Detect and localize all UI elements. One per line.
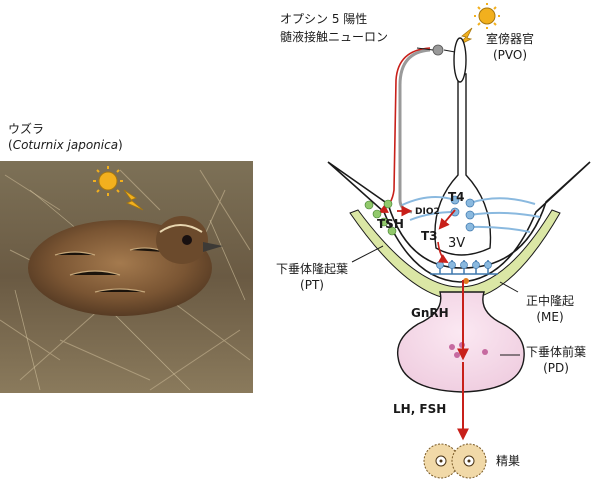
pt-label-abbr: (PT) [262, 278, 362, 293]
lh-fsh-label: LH, FSH [393, 402, 446, 417]
me-label-abbr: (ME) [510, 310, 590, 325]
neuron-label-line1: オプシン 5 陽性 [280, 12, 367, 27]
sun-icon-pvo [474, 3, 500, 29]
neuron-label-line2: 髄液接触ニューロン [280, 30, 388, 45]
pvo-leader [444, 50, 455, 52]
pd-label-ja: 下垂体前葉 [515, 345, 597, 360]
t4-label: T4 [448, 190, 465, 205]
testis-icon [424, 444, 486, 478]
testis-label: 精巣 [496, 454, 520, 469]
t3-label: T3 [421, 229, 438, 244]
neuron-fiber-red [380, 48, 430, 212]
pt-label-ja: 下垂体隆起葉 [262, 262, 362, 277]
dio2-label: DIO2 [415, 205, 440, 220]
pt-leader [352, 246, 383, 262]
ventricle-label: 3V [448, 236, 465, 251]
neuron-fiber-gray [400, 50, 430, 212]
pvo-label-abbr: (PVO) [475, 48, 545, 63]
pd-label-abbr: (PD) [515, 361, 597, 376]
pvo-organ [454, 38, 466, 82]
me-label-ja: 正中隆起 [510, 294, 590, 309]
pvo-label-ja: 室傍器官 [475, 32, 545, 47]
tsh-label: TSH [377, 217, 404, 232]
neuron-soma [433, 45, 443, 55]
me-leader [500, 282, 518, 292]
gnrh-label: GnRH [411, 306, 449, 321]
quail-eye [182, 235, 192, 245]
quail-photo [0, 161, 253, 393]
